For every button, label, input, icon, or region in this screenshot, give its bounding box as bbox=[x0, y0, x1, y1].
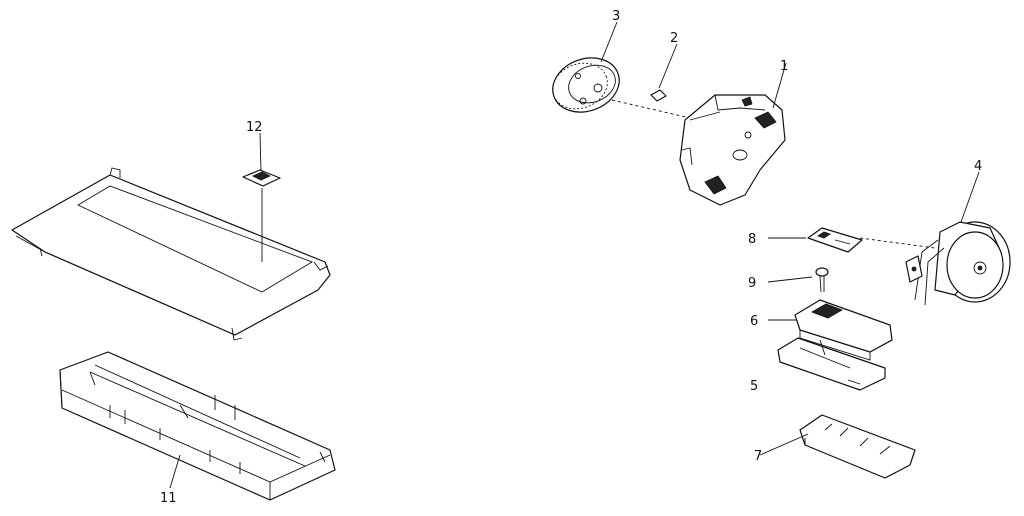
callout-3: 3 bbox=[612, 9, 620, 24]
part-3-gear bbox=[552, 57, 620, 113]
callout-11: 11 bbox=[160, 491, 177, 506]
callout-5: 5 bbox=[750, 379, 758, 394]
part-1-motor-bracket bbox=[679, 94, 786, 206]
callout-7: 7 bbox=[754, 449, 762, 464]
part-11-base-tray bbox=[59, 351, 336, 501]
callout-12: 12 bbox=[246, 120, 263, 135]
callout-6: 6 bbox=[750, 314, 758, 329]
callout-2: 2 bbox=[670, 31, 678, 46]
part-12-label-plate bbox=[242, 169, 281, 262]
part-4-drive-motor bbox=[905, 221, 1011, 306]
part-8-plate bbox=[807, 227, 863, 253]
part-5-bracket bbox=[777, 337, 886, 391]
part-6-holder bbox=[794, 299, 893, 361]
leader-lines bbox=[169, 21, 980, 489]
part-7-lower-guide bbox=[799, 414, 916, 479]
part-2-bushing bbox=[650, 89, 667, 102]
callout-1: 1 bbox=[780, 59, 788, 74]
callout-labels: 1 2 3 4 5 6 7 8 9 11 12 bbox=[160, 9, 982, 506]
callout-4: 4 bbox=[974, 159, 982, 174]
callout-8: 8 bbox=[748, 232, 756, 247]
part-12-top-cover bbox=[11, 167, 331, 341]
callout-9: 9 bbox=[748, 276, 756, 291]
part-9-screw bbox=[815, 267, 829, 293]
